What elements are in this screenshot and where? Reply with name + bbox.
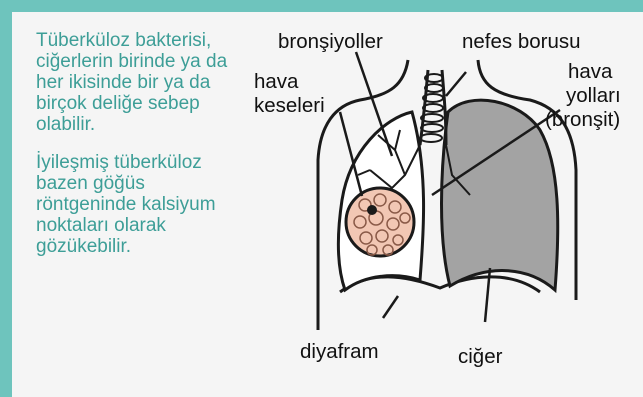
air-sacs-inset	[346, 188, 414, 256]
label-air-sacs-line2: keseleri	[254, 94, 325, 117]
label-airways-line3: (bronşit)	[545, 108, 620, 131]
label-airways-line1: hava	[568, 60, 612, 83]
label-air-sacs-line1: hava	[254, 70, 298, 93]
label-lung: ciğer	[458, 345, 502, 368]
right-lung	[442, 100, 558, 290]
label-diaphragm: diyafram	[300, 340, 379, 363]
label-trachea: nefes borusu	[462, 30, 581, 53]
label-bronchioles: bronşiyoller	[278, 30, 383, 53]
trachea-rings	[420, 74, 443, 142]
label-airways-line2: yolları	[566, 84, 621, 107]
